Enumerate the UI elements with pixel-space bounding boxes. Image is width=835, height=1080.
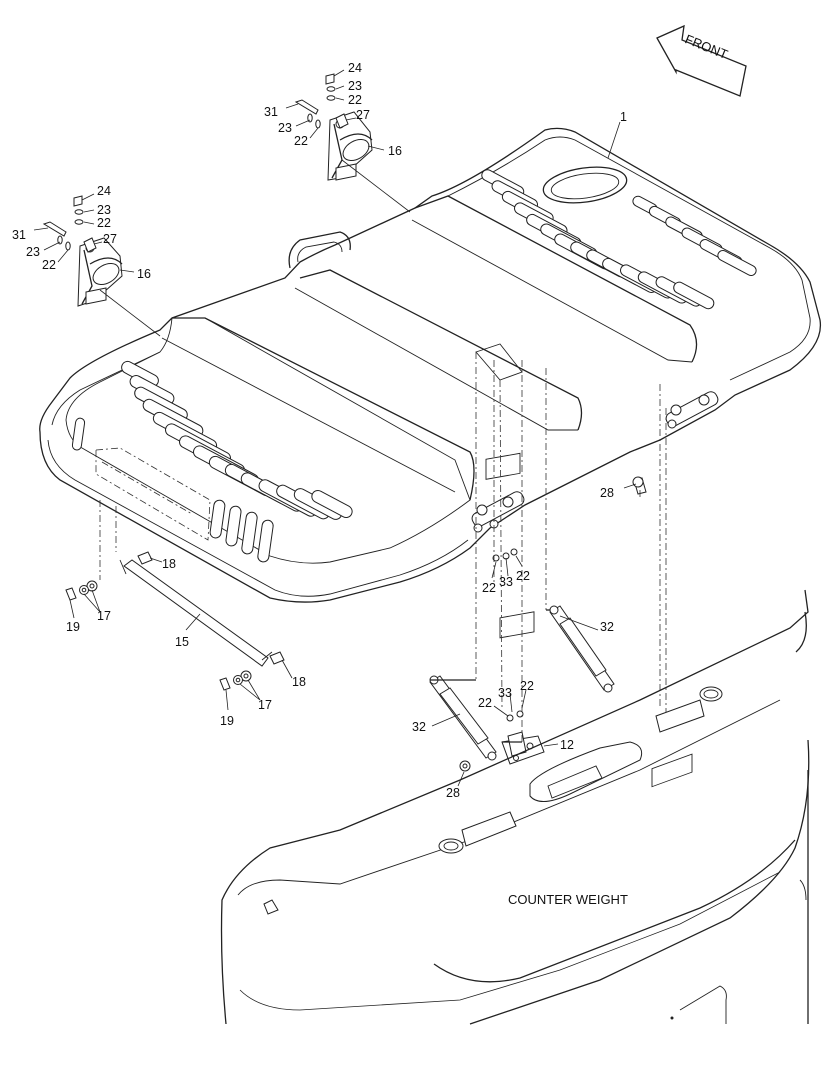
callout-32: 32 <box>600 620 614 634</box>
stay-rod <box>65 551 285 691</box>
callout-27: 27 <box>103 232 117 246</box>
callout-23: 23 <box>278 121 292 135</box>
callout-28: 28 <box>600 486 614 500</box>
assembly-centerlines <box>99 352 667 743</box>
callout-31: 31 <box>12 228 26 242</box>
callout-28: 28 <box>446 786 460 800</box>
callout-1: 1 <box>620 110 627 124</box>
callout-leaders <box>33 69 637 787</box>
callout-33: 33 <box>498 686 512 700</box>
callout-17: 17 <box>258 698 272 712</box>
callout-22: 22 <box>520 679 534 693</box>
hardware-22-33-upper <box>485 452 521 562</box>
bolt-28-upper <box>632 476 647 495</box>
gas-spring-1 <box>429 675 497 761</box>
hardware-22-33-lower <box>499 611 535 722</box>
callout-12: 12 <box>560 738 574 752</box>
callout-16: 16 <box>137 267 151 281</box>
callout-22: 22 <box>478 696 492 710</box>
callout-23: 23 <box>26 245 40 259</box>
louver-bank-side <box>71 417 274 563</box>
counterweight-label: COUNTER WEIGHT <box>508 892 628 907</box>
callout-23: 23 <box>348 79 362 93</box>
callout-22: 22 <box>348 93 362 107</box>
front-label: FRONT <box>683 31 730 62</box>
callout-19: 19 <box>66 620 80 634</box>
callout-18: 18 <box>162 557 176 571</box>
callout-22: 22 <box>42 258 56 272</box>
latch-assembly-left <box>42 195 161 337</box>
callout-22: 22 <box>516 569 530 583</box>
callout-27: 27 <box>356 108 370 122</box>
louver-bank-rear <box>481 169 757 310</box>
callout-33: 33 <box>499 575 513 589</box>
callout-24: 24 <box>348 61 362 75</box>
engine-hood <box>39 127 822 603</box>
louver-bank-left <box>121 360 353 520</box>
bolt-28-lower <box>459 760 471 772</box>
callout-23: 23 <box>97 203 111 217</box>
callout-15: 15 <box>175 635 189 649</box>
callout-32: 32 <box>412 720 426 734</box>
callout-31: 31 <box>264 105 278 119</box>
callout-24: 24 <box>97 184 111 198</box>
counter-weight <box>220 589 810 1025</box>
hood-hinge-rear <box>665 391 719 429</box>
hood-hinge-front <box>471 491 525 533</box>
callout-19: 19 <box>220 714 234 728</box>
callout-22: 22 <box>294 134 308 148</box>
callout-22: 22 <box>97 216 111 230</box>
callout-22: 22 <box>482 581 496 595</box>
callout-numbers: 1 24 23 22 31 23 27 22 16 24 23 22 31 27… <box>12 61 627 800</box>
callout-18: 18 <box>292 675 306 689</box>
gas-spring-2 <box>549 605 615 693</box>
latch-assembly-upper <box>294 73 411 213</box>
callout-16: 16 <box>388 144 402 158</box>
front-arrow: FRONT <box>656 24 747 97</box>
callout-17: 17 <box>97 609 111 623</box>
